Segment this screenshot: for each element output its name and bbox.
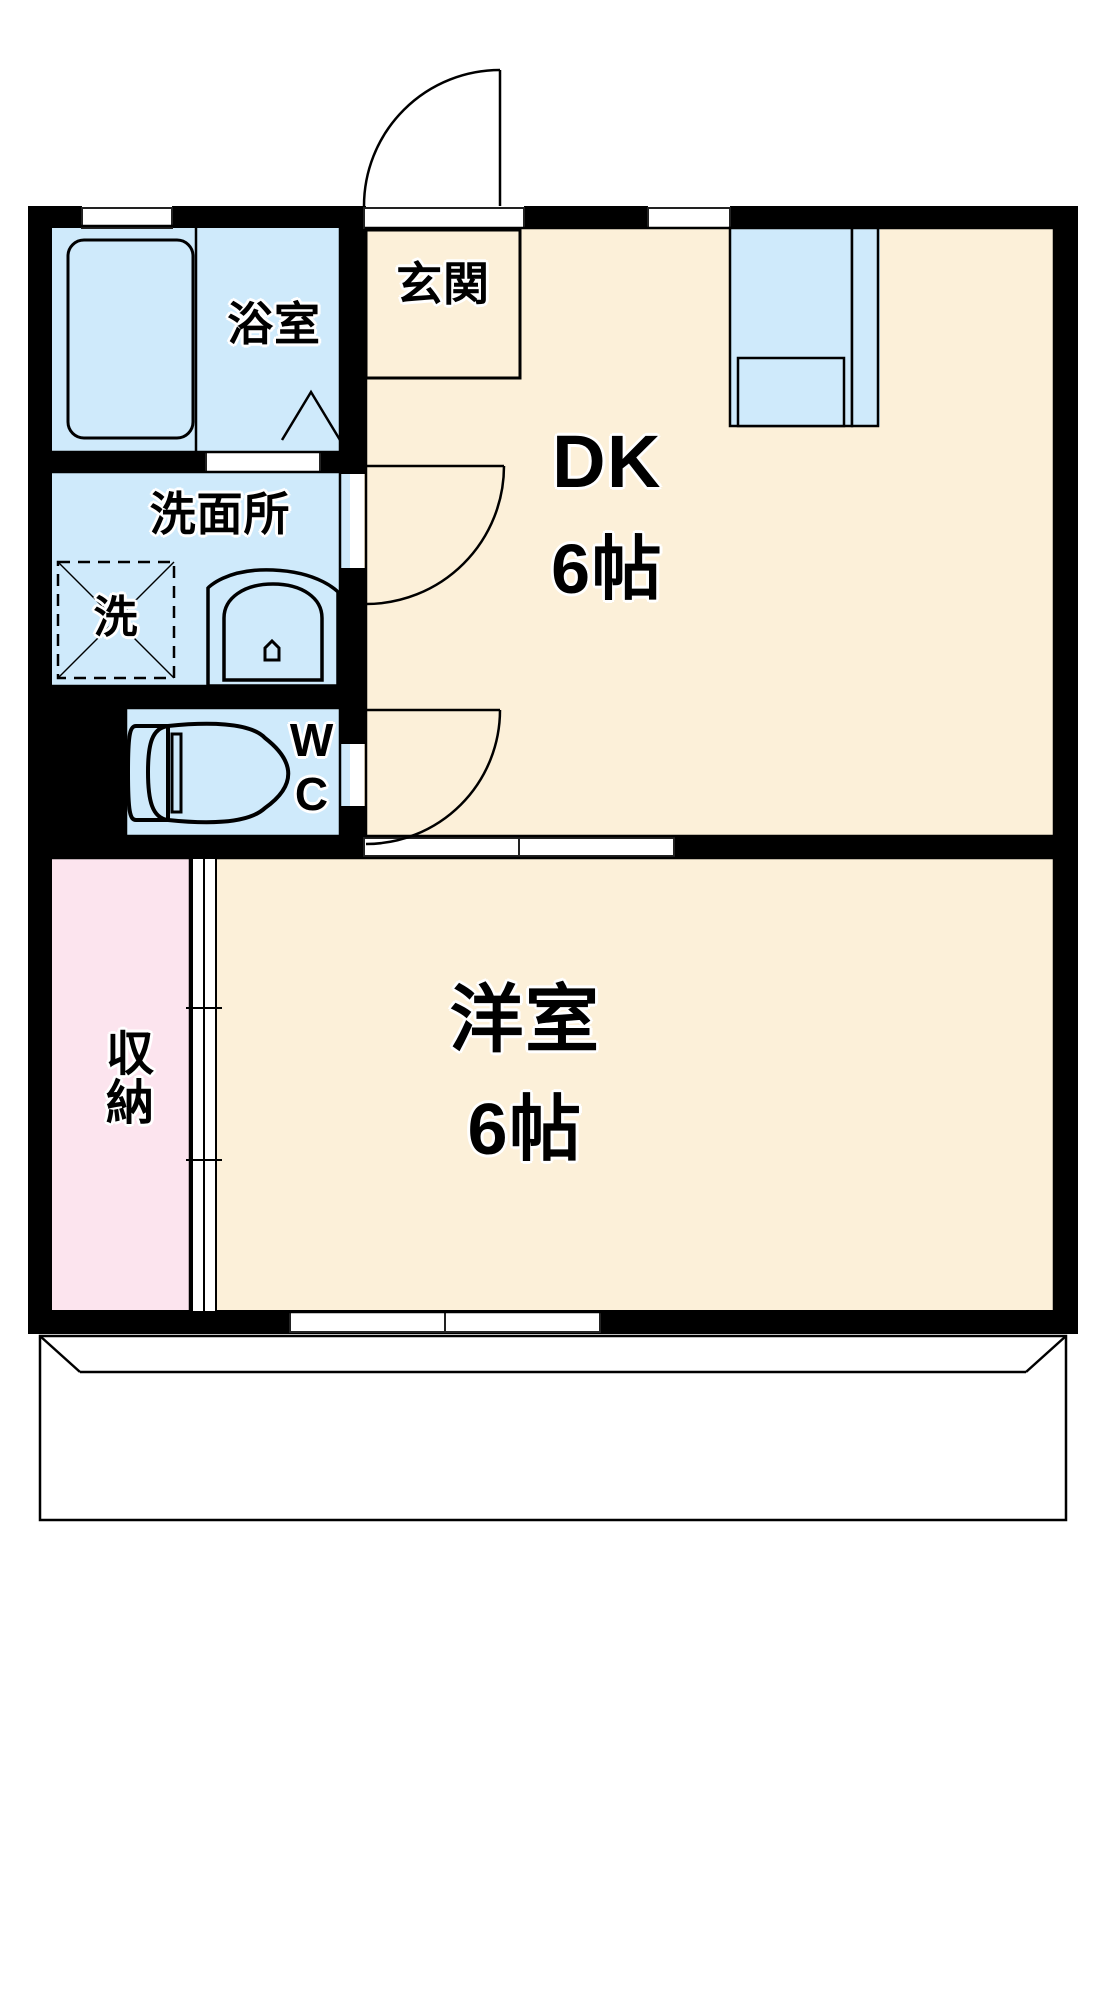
entrance-fixtures xyxy=(362,68,522,380)
label-wc-w: W xyxy=(289,714,335,766)
washroom-door-swing-arc xyxy=(365,465,506,606)
outline-washroom xyxy=(48,470,342,688)
label-dk-main: DK xyxy=(552,420,662,503)
toilet-tank-icon xyxy=(125,724,170,822)
wall-toilet-left-block xyxy=(28,686,126,858)
kitchen-counter-edge-icon xyxy=(850,226,880,428)
bath-fixtures xyxy=(66,226,342,452)
bathtub-icon xyxy=(66,238,195,440)
label-washing-machine: 洗 xyxy=(93,593,139,642)
label-room-size: 6帖 xyxy=(467,1090,583,1170)
balcony xyxy=(38,1334,1068,1522)
wall-washroom-dk-divider-b xyxy=(340,568,366,708)
sink-basin-icon xyxy=(736,356,846,428)
toilet-lid-line-icon xyxy=(170,732,183,814)
label-bath: 浴室 xyxy=(227,298,321,350)
balcony-rail-left xyxy=(39,1335,81,1373)
toilet-bowl-icon xyxy=(145,721,291,825)
outline-dk xyxy=(364,226,1056,838)
wall-bath-washroom-b xyxy=(320,452,366,472)
vanity-sink-icon xyxy=(206,568,340,688)
closet-floor xyxy=(50,856,192,1322)
wall-bath-washroom xyxy=(28,452,206,472)
balcony-rail-right xyxy=(1025,1335,1067,1373)
dk-floor xyxy=(364,226,1056,846)
wall-bath-dk-divider xyxy=(340,206,366,456)
outline-room xyxy=(188,856,1056,1314)
entry-step-riser-icon xyxy=(366,230,522,380)
faucet-icon xyxy=(263,638,281,662)
balcony-outline xyxy=(38,1334,1068,1522)
closet-door-track-inner[interactable] xyxy=(203,857,217,1313)
toilet-door-swing-arc xyxy=(365,709,502,846)
toilet-fixtures xyxy=(125,721,291,825)
wall-top-right xyxy=(730,206,1078,228)
closet-doors[interactable] xyxy=(186,857,222,1313)
label-room-main: 洋室 xyxy=(449,978,601,1061)
wall-top-mid-a xyxy=(172,206,364,228)
floor-fills xyxy=(50,226,1056,1322)
vanity-bowl-icon xyxy=(222,582,324,682)
label-wc-c: C xyxy=(294,768,330,820)
bath-drain-triangle-icon xyxy=(280,389,342,441)
washroom-fixtures xyxy=(56,560,340,688)
western-room-floor xyxy=(190,856,1056,1322)
kitchen-fixtures xyxy=(728,226,880,428)
wall-top-mid-b xyxy=(524,206,648,228)
windows xyxy=(81,207,731,1333)
entrance-door-swing-arc xyxy=(362,68,501,207)
interior-doors xyxy=(365,464,506,846)
label-entrance: 玄関 xyxy=(396,258,490,310)
window-dk-south xyxy=(363,837,675,857)
washing-machine-icon xyxy=(56,560,176,680)
washroom-floor xyxy=(50,468,350,690)
label-dk-size: 6帖 xyxy=(551,530,663,608)
label-washroom: 洗面所 xyxy=(149,488,291,540)
label-closet: 収納 xyxy=(98,1028,151,1126)
wall-right-outer xyxy=(1054,206,1078,1332)
window-bath-top xyxy=(81,207,173,229)
wall-toilet-room xyxy=(28,836,366,858)
